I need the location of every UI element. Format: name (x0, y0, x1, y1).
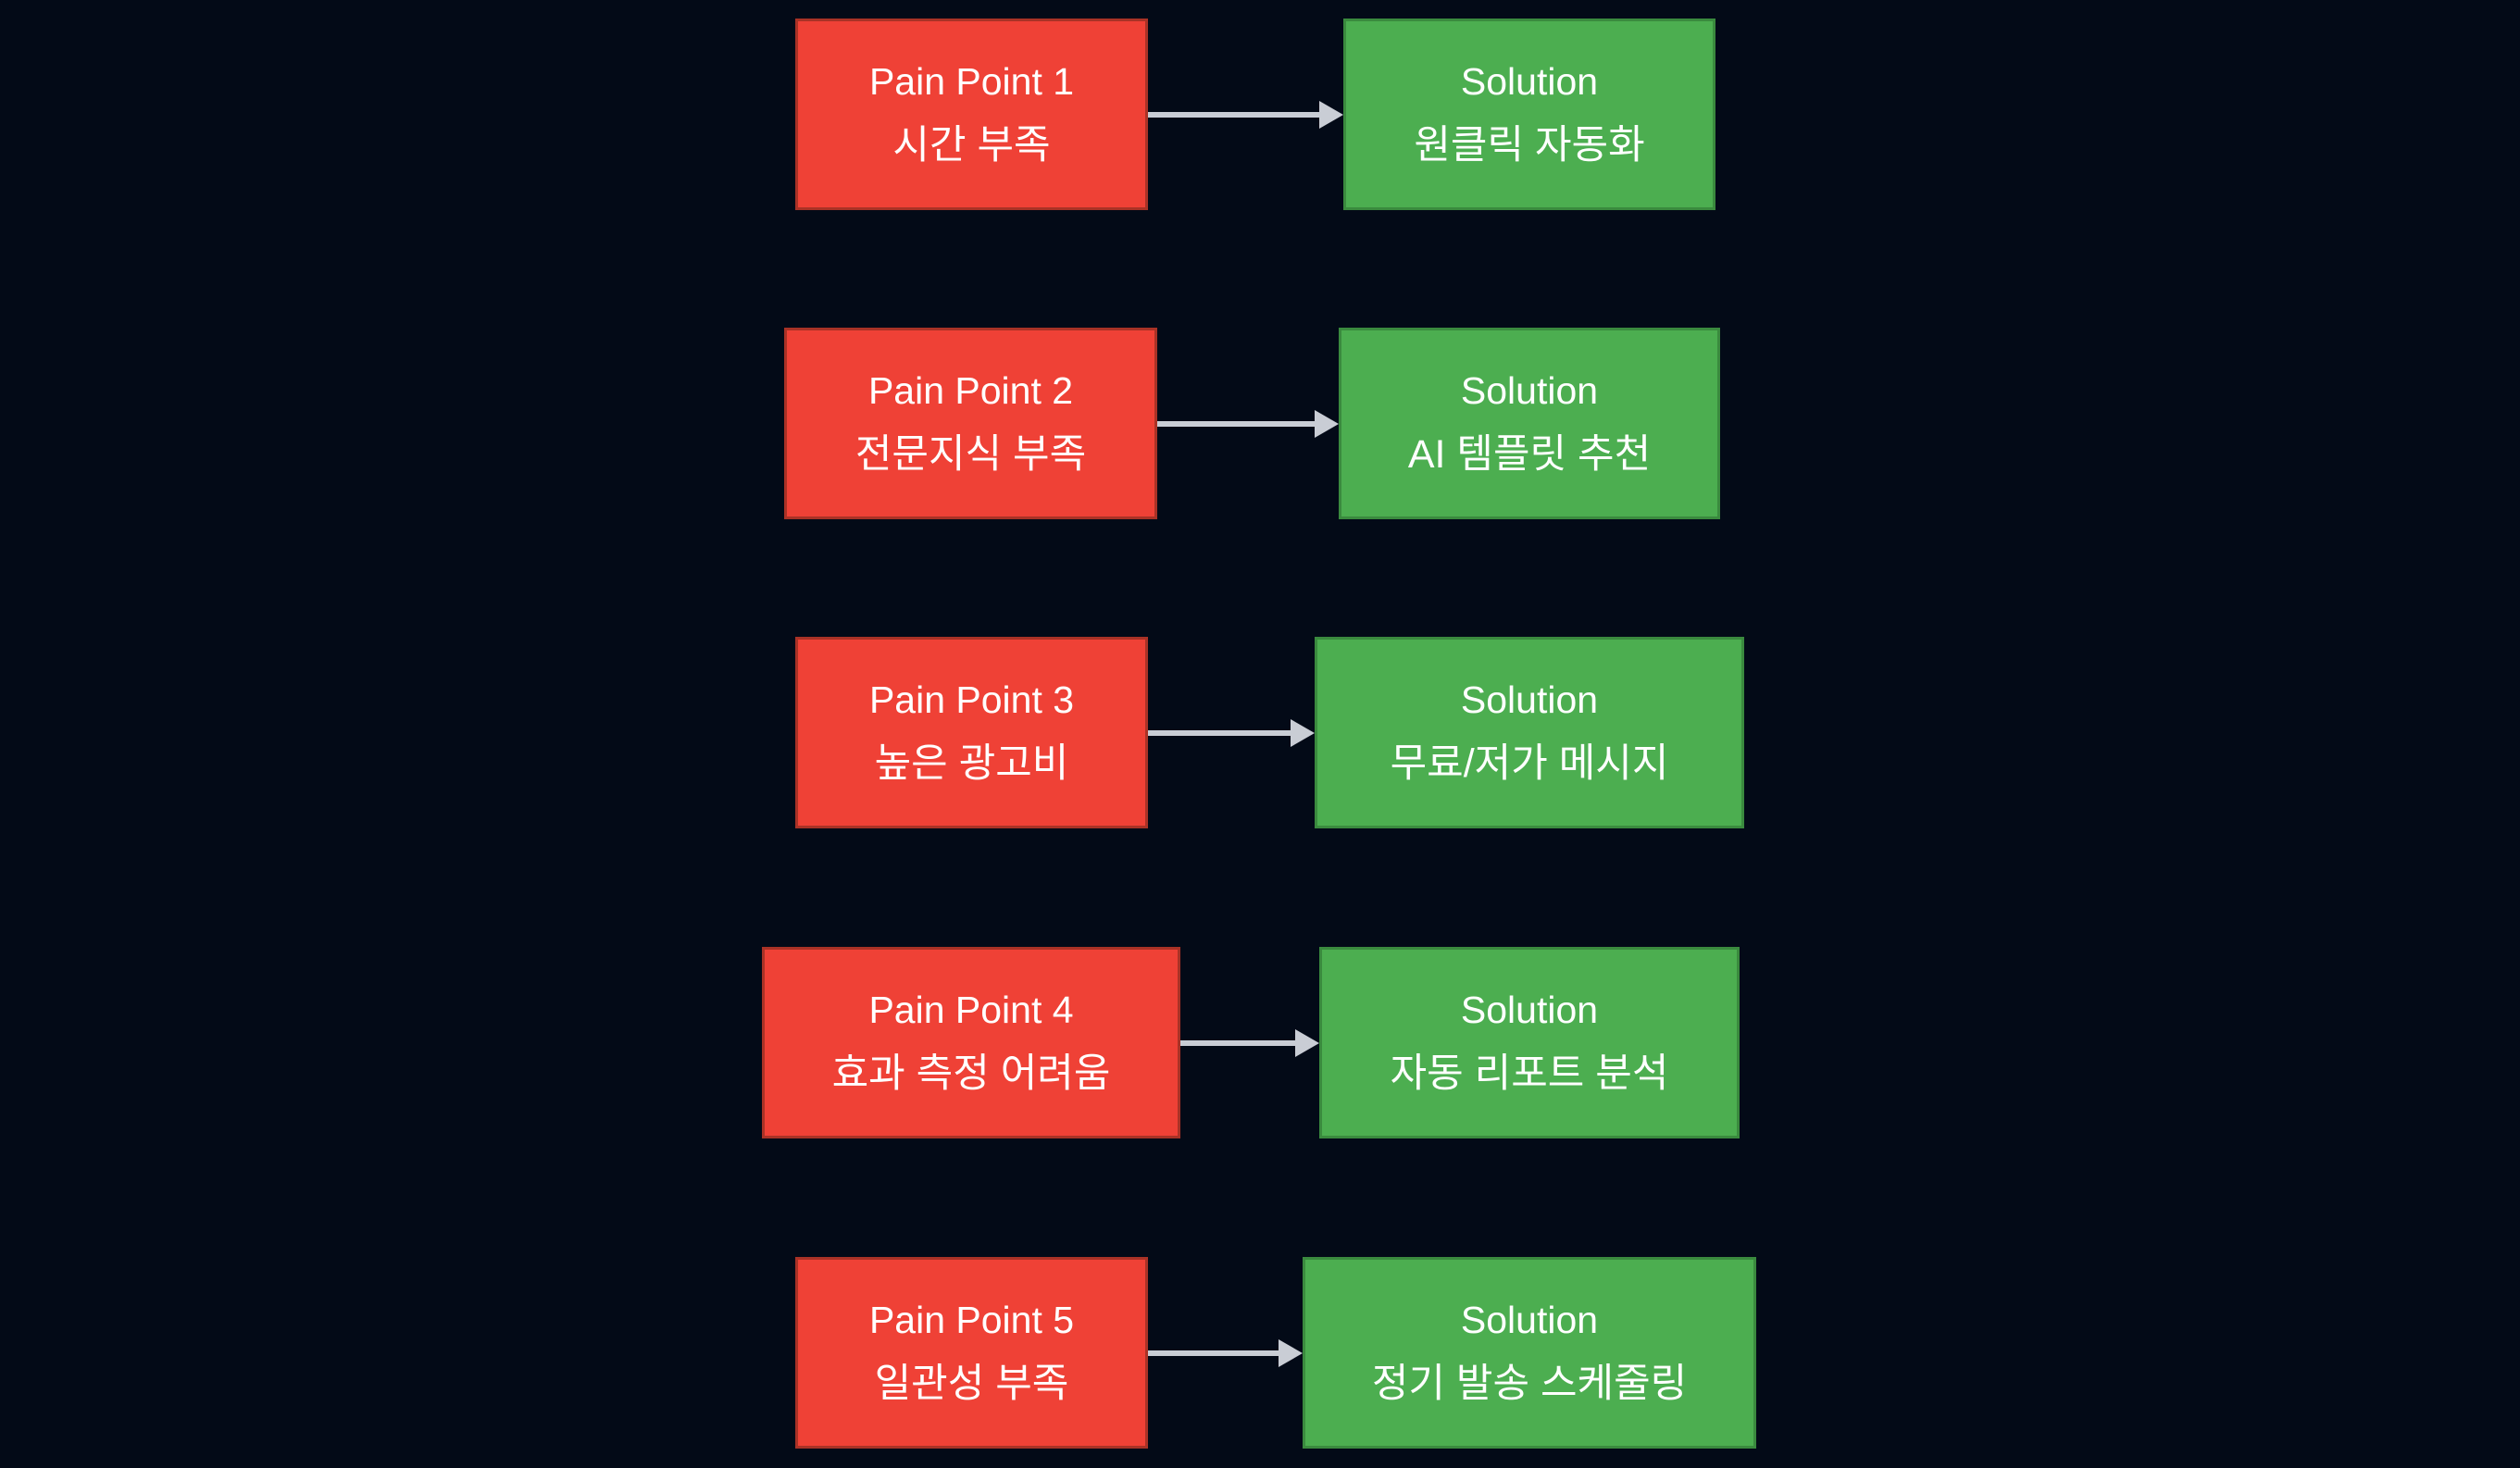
arrow-shaft (1148, 729, 1296, 736)
node-title: Pain Point 3 (868, 678, 1075, 721)
node-title: Solution (1460, 989, 1599, 1031)
solution-node-5: Solution 정기 발송 스케줄링 (1303, 1257, 1756, 1449)
solution-node-1: Solution 원클릭 자동화 (1343, 19, 1715, 210)
flow-row-2: Pain Point 2 전문지식 부족 Solution AI 템플릿 추천 (0, 328, 2520, 519)
node-subtitle: 높은 광고비 (874, 741, 1069, 786)
arrowhead-icon (1319, 100, 1343, 129)
node-title: Solution (1460, 1299, 1599, 1341)
flow-row-5: Pain Point 5 일관성 부족 Solution 정기 발송 스케줄링 (0, 1257, 2520, 1449)
solution-node-2: Solution AI 템플릿 추천 (1339, 328, 1720, 519)
pain-point-node-2: Pain Point 2 전문지식 부족 (784, 328, 1157, 519)
node-subtitle: 시간 부족 (892, 123, 1051, 168)
node-title: Solution (1460, 369, 1599, 412)
pain-point-node-1: Pain Point 1 시간 부족 (795, 19, 1148, 210)
pain-point-node-5: Pain Point 5 일관성 부족 (795, 1257, 1148, 1449)
arrow-shaft (1148, 111, 1325, 118)
pain-point-node-3: Pain Point 3 높은 광고비 (795, 637, 1148, 828)
node-subtitle: 전문지식 부족 (855, 432, 1087, 477)
arrow-shaft (1180, 1039, 1301, 1046)
node-subtitle: 자동 리포트 분석 (1390, 1051, 1669, 1096)
pain-point-node-4: Pain Point 4 효과 측정 어려움 (762, 947, 1180, 1138)
solution-node-4: Solution 자동 리포트 분석 (1319, 947, 1740, 1138)
node-subtitle: AI 템플릿 추천 (1407, 432, 1652, 477)
arrow-connector-1 (1148, 19, 1343, 210)
flow-row-1: Pain Point 1 시간 부족 Solution 원클릭 자동화 (0, 19, 2520, 210)
arrow-connector-3 (1148, 637, 1315, 828)
flow-row-4: Pain Point 4 효과 측정 어려움 Solution 자동 리포트 분… (0, 947, 2520, 1138)
node-title: Pain Point 2 (867, 369, 1074, 412)
node-title: Solution (1460, 60, 1599, 103)
arrow-connector-4 (1180, 947, 1319, 1138)
arrow-connector-5 (1148, 1257, 1303, 1449)
arrow-shaft (1157, 420, 1320, 427)
arrowhead-icon (1279, 1338, 1303, 1367)
node-subtitle: 무료/저가 메시지 (1390, 741, 1669, 786)
node-subtitle: 정기 발송 스케줄링 (1371, 1362, 1688, 1406)
arrowhead-icon (1295, 1028, 1319, 1057)
node-subtitle: 효과 측정 어려움 (831, 1051, 1111, 1096)
node-title: Solution (1460, 678, 1599, 721)
node-title: Pain Point 1 (868, 60, 1075, 103)
node-subtitle: 원클릭 자동화 (1414, 123, 1645, 168)
node-title: Pain Point 4 (868, 989, 1074, 1031)
solution-node-3: Solution 무료/저가 메시지 (1315, 637, 1744, 828)
arrowhead-icon (1291, 718, 1315, 747)
node-title: Pain Point 5 (868, 1299, 1075, 1341)
arrow-shaft (1148, 1350, 1284, 1356)
arrowhead-icon (1315, 409, 1339, 438)
node-subtitle: 일관성 부족 (874, 1362, 1069, 1406)
flow-row-3: Pain Point 3 높은 광고비 Solution 무료/저가 메시지 (0, 637, 2520, 828)
arrow-connector-2 (1157, 328, 1339, 519)
